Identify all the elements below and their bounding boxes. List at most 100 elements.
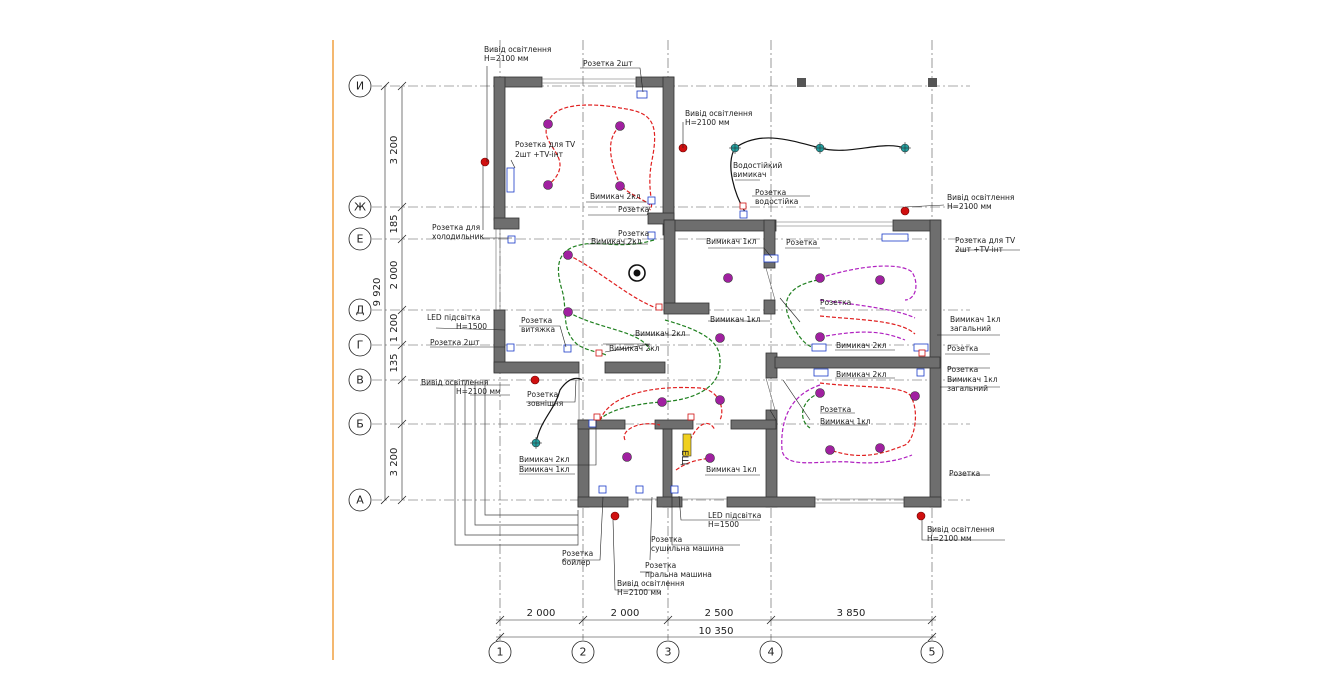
outdoor-path-lamps bbox=[530, 142, 911, 449]
wiring bbox=[535, 104, 917, 471]
socket bbox=[506, 167, 515, 193]
socket bbox=[670, 485, 679, 494]
svg-text:Розетка: Розетка bbox=[820, 405, 851, 414]
svg-text:185: 185 bbox=[389, 214, 400, 233]
leader-lines bbox=[420, 66, 1020, 591]
svg-text:Вивід освітлення: Вивід освітлення bbox=[484, 45, 551, 54]
svg-text:Розетка: Розетка bbox=[645, 561, 676, 570]
socket bbox=[739, 210, 748, 219]
ceiling-lamp bbox=[615, 181, 625, 191]
ceiling-lamp bbox=[723, 273, 733, 283]
ceiling-lamp bbox=[815, 273, 825, 283]
axis-bubble-col: 3 bbox=[656, 640, 680, 664]
axis-bubble-row: Г bbox=[348, 333, 372, 357]
svg-text:Вимикач 1кл: Вимикач 1кл bbox=[947, 375, 998, 384]
switches bbox=[593, 202, 926, 421]
ceiling-lamp bbox=[615, 121, 625, 131]
svg-text:2 000: 2 000 bbox=[389, 261, 400, 290]
svg-text:2 000: 2 000 bbox=[527, 608, 556, 619]
svg-text:2: 2 bbox=[580, 646, 587, 659]
svg-text:Розетка: Розетка bbox=[947, 365, 978, 374]
svg-text:ЕЩ: ЕЩ bbox=[679, 450, 689, 466]
socket bbox=[916, 368, 925, 377]
svg-text:Вимикач 2кл: Вимикач 2кл bbox=[635, 329, 686, 338]
svg-text:2шт +TV-інт: 2шт +TV-інт bbox=[955, 245, 1004, 254]
socket bbox=[588, 419, 597, 428]
svg-text:Розетка 2шт: Розетка 2шт bbox=[430, 338, 480, 347]
svg-text:холодильник: холодильник bbox=[432, 232, 484, 241]
windows bbox=[495, 78, 904, 504]
lamps bbox=[543, 119, 920, 463]
socket bbox=[636, 90, 648, 99]
svg-text:Розетка: Розетка bbox=[521, 316, 552, 325]
svg-text:Розетка: Розетка bbox=[820, 298, 851, 307]
annotation-labels: Вивід освітлення H=2100 мм Розетка 2шт Р… bbox=[421, 45, 1016, 597]
switch bbox=[739, 202, 747, 210]
svg-text:Вивід освітлення: Вивід освітлення bbox=[421, 378, 488, 387]
svg-text:Розетка: Розетка bbox=[618, 229, 649, 238]
svg-text:пральна машина: пральна машина bbox=[645, 570, 712, 579]
electrical-panel: ЕЩ bbox=[679, 433, 692, 466]
svg-text:Вимикач 2кл: Вимикач 2кл bbox=[591, 237, 642, 246]
svg-text:Розетка: Розетка bbox=[786, 238, 817, 247]
svg-text:Вимикач 1кл: Вимикач 1кл bbox=[710, 315, 761, 324]
svg-text:Розетка для TV: Розетка для TV bbox=[955, 236, 1016, 245]
svg-text:Вимикач 2кл: Вимикач 2кл bbox=[590, 192, 641, 201]
svg-text:H=2100 мм: H=2100 мм bbox=[617, 588, 662, 597]
svg-text:H=1500: H=1500 bbox=[708, 520, 739, 529]
walls bbox=[493, 76, 942, 508]
svg-text:Вимикач 1кл: Вимикач 1кл bbox=[519, 465, 570, 474]
socket bbox=[563, 344, 572, 353]
svg-text:H=2100 мм: H=2100 мм bbox=[927, 534, 972, 543]
cyan-lamp bbox=[729, 142, 741, 154]
column-marker bbox=[928, 78, 937, 87]
svg-text:загальний: загальний bbox=[947, 384, 988, 393]
svg-text:Вимикач 2кл: Вимикач 2кл bbox=[836, 370, 887, 379]
svg-text:H=2100 мм: H=2100 мм bbox=[456, 387, 501, 396]
axis-bubble-row: Е bbox=[348, 227, 372, 251]
socket bbox=[647, 196, 656, 205]
svg-text:Розетка для TV: Розетка для TV bbox=[515, 140, 576, 149]
ceiling-lamp bbox=[715, 333, 725, 343]
svg-text:В: В bbox=[356, 374, 364, 387]
socket bbox=[647, 231, 656, 240]
axis-bubble-row: Б bbox=[348, 412, 372, 436]
horizontal-dimensions: 2 000 2 000 2 500 3 850 10 350 bbox=[495, 608, 937, 642]
axis-bubble-col: 5 bbox=[920, 640, 944, 664]
svg-text:LED підсвітка: LED підсвітка bbox=[427, 313, 480, 322]
wall-light-outlet bbox=[900, 206, 910, 216]
svg-text:Вимикач 1кл: Вимикач 1кл bbox=[706, 465, 757, 474]
svg-text:3: 3 bbox=[665, 646, 672, 659]
svg-text:загальний: загальний bbox=[950, 324, 991, 333]
axis-bubble-row: И bbox=[348, 74, 372, 98]
svg-text:И: И bbox=[356, 80, 364, 93]
svg-text:Розетка: Розетка bbox=[949, 469, 980, 478]
svg-text:Ж: Ж bbox=[354, 201, 366, 214]
svg-text:10 350: 10 350 bbox=[699, 626, 734, 637]
svg-text:витяжка: витяжка bbox=[521, 325, 555, 334]
ceiling-lamp bbox=[815, 388, 825, 398]
svg-text:Б: Б bbox=[356, 418, 364, 431]
svg-text:H=2100 мм: H=2100 мм bbox=[484, 54, 529, 63]
cyan-lamp bbox=[530, 437, 542, 449]
svg-text:Розетка: Розетка bbox=[651, 535, 682, 544]
svg-text:3 200: 3 200 bbox=[389, 448, 400, 477]
wall-light-outlet bbox=[530, 375, 540, 385]
socket bbox=[635, 485, 644, 494]
column-axis-bubbles: 1 2 3 4 5 bbox=[488, 640, 944, 664]
row-axis-bubbles: И Ж Е Д Г В Б А bbox=[348, 74, 372, 512]
svg-text:H=2100 мм: H=2100 мм bbox=[947, 202, 992, 211]
main-chandelier bbox=[628, 264, 646, 282]
socket bbox=[763, 254, 779, 263]
ceiling-lamp bbox=[657, 397, 667, 407]
ceiling-lamp bbox=[543, 119, 553, 129]
cyan-lamp bbox=[814, 142, 826, 154]
column-marker bbox=[797, 78, 806, 87]
ceiling-lamp bbox=[815, 332, 825, 342]
socket bbox=[811, 343, 827, 352]
svg-text:3 200: 3 200 bbox=[389, 136, 400, 165]
svg-text:135: 135 bbox=[389, 353, 400, 372]
svg-text:водостійка: водостійка bbox=[755, 197, 798, 206]
ceiling-lamp bbox=[705, 453, 715, 463]
axis-bubble-col: 1 bbox=[488, 640, 512, 664]
